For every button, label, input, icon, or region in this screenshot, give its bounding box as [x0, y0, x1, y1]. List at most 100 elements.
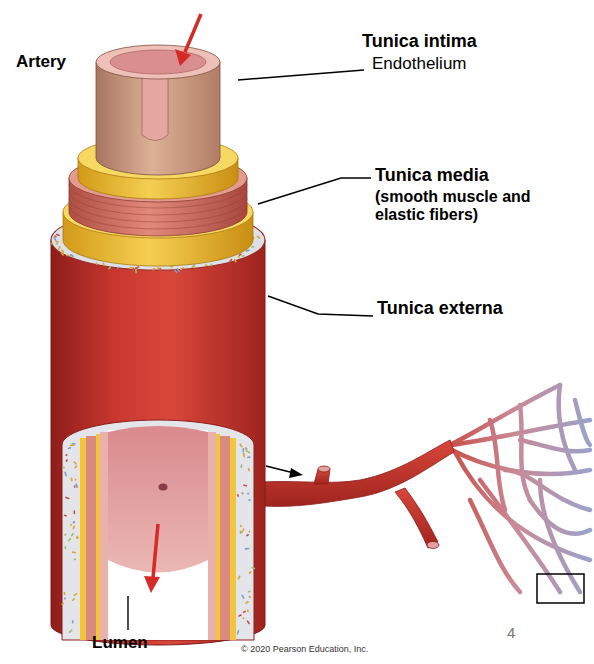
tissue-dot: [237, 575, 240, 580]
tissue-dot: [152, 268, 155, 271]
leader-lines: [128, 70, 373, 630]
tissue-dot: [64, 533, 67, 536]
cutaway-wall: [62, 420, 254, 640]
tissue-dot: [248, 499, 251, 502]
tissue-dot: [54, 235, 57, 237]
tissue-dot: [228, 258, 232, 263]
branch-opening: [318, 466, 330, 472]
tissue-dot: [237, 494, 240, 497]
tissue-dot: [247, 493, 250, 495]
tissue-dot: [248, 467, 251, 471]
tissue-dot: [70, 444, 75, 446]
part-name: Lumen: [92, 633, 212, 653]
tissue-dot: [116, 266, 119, 269]
arteriole: [262, 440, 454, 506]
tissue-dot: [72, 525, 75, 529]
tissue-dot: [73, 522, 75, 524]
figure-title: Artery: [16, 52, 66, 72]
tissue-dot: [51, 242, 53, 245]
tissue-dot: [73, 593, 77, 596]
tissue-dot: [241, 492, 244, 495]
capillary: [520, 440, 590, 451]
page-number: 4: [507, 624, 537, 641]
tissue-dot: [73, 461, 77, 465]
flow-arrow-shaft: [185, 14, 201, 52]
tissue-dot: [245, 601, 249, 604]
tissue-dot: [234, 258, 237, 262]
flow-arrow-shaft: [153, 524, 158, 578]
tissue-dot: [241, 492, 244, 494]
tissue-dot: [95, 262, 98, 265]
copyright-note: © 2020 Pearson Education, Inc.: [241, 644, 441, 654]
tissue-dot: [238, 614, 242, 617]
pointer-arrow-shaft: [266, 466, 294, 473]
tissue-dot: [245, 450, 250, 454]
tissue-dot: [246, 620, 250, 624]
part-subname: Endothelium: [372, 54, 582, 74]
tissue-dot: [108, 265, 112, 269]
tissue-dot: [240, 525, 242, 528]
media-band: [86, 436, 96, 640]
tissue-dot: [102, 262, 105, 266]
lumen-opening: [110, 50, 206, 74]
capillary: [575, 400, 590, 445]
intima-band: [208, 432, 216, 640]
tissue-dot: [72, 255, 74, 258]
tissue-dot: [210, 263, 212, 266]
tissue-dot: [180, 267, 185, 271]
tissue-dot: [64, 471, 67, 476]
tissue-dot: [75, 483, 78, 488]
tissue-dot: [70, 524, 72, 526]
tissue-dot: [73, 558, 76, 561]
branch-artery: [262, 440, 454, 549]
capillary: [470, 500, 520, 592]
tissue-dot: [251, 566, 255, 569]
flow-arrow-head: [175, 49, 191, 66]
branch-opening: [427, 542, 439, 549]
tissue-dot: [76, 535, 78, 538]
part-name: Tunica media: [375, 165, 590, 186]
tissue-dot: [64, 514, 68, 517]
tissue-dot: [242, 448, 244, 453]
leader-line: [238, 70, 364, 80]
tissue-dot: [245, 447, 248, 450]
part-description: (smooth muscle and elastic fibers): [375, 188, 575, 225]
tissue-dot: [63, 592, 65, 596]
capillary: [520, 405, 530, 500]
tissue-dot: [237, 256, 240, 258]
tissue-dot: [248, 591, 251, 593]
tissue-dot: [67, 447, 71, 450]
tissue-dot: [68, 538, 72, 542]
tissue-dot: [242, 617, 245, 620]
tissue-dot: [65, 454, 68, 457]
leader-line: [258, 178, 371, 204]
muscle-line: [69, 205, 247, 229]
tissue-dot: [239, 443, 243, 447]
tissue-dot: [55, 243, 58, 245]
pointer-arrow-head: [289, 468, 303, 478]
tissue-dot: [72, 551, 76, 554]
elastic-band: [230, 438, 236, 640]
tissue-dot: [64, 597, 67, 600]
tissue-dot: [243, 610, 247, 613]
tissue-dot: [251, 246, 254, 248]
leader-line: [268, 296, 373, 316]
tissue-dot: [69, 254, 74, 258]
tissue-dot: [61, 249, 65, 253]
endothelial-nucleus: [159, 484, 168, 491]
tissue-dot: [248, 571, 251, 575]
tissue-dot: [58, 246, 61, 250]
tissue-dot: [72, 620, 74, 623]
intima-band: [100, 432, 108, 640]
tissue-dot: [243, 453, 245, 458]
tissue-dot: [241, 255, 244, 257]
capillary: [480, 480, 560, 592]
elastic-band: [80, 438, 86, 640]
flow-arrow-head: [144, 576, 160, 593]
tissue-dot: [56, 233, 60, 236]
tissue-dot: [246, 534, 250, 537]
tissue-dot: [248, 530, 250, 533]
